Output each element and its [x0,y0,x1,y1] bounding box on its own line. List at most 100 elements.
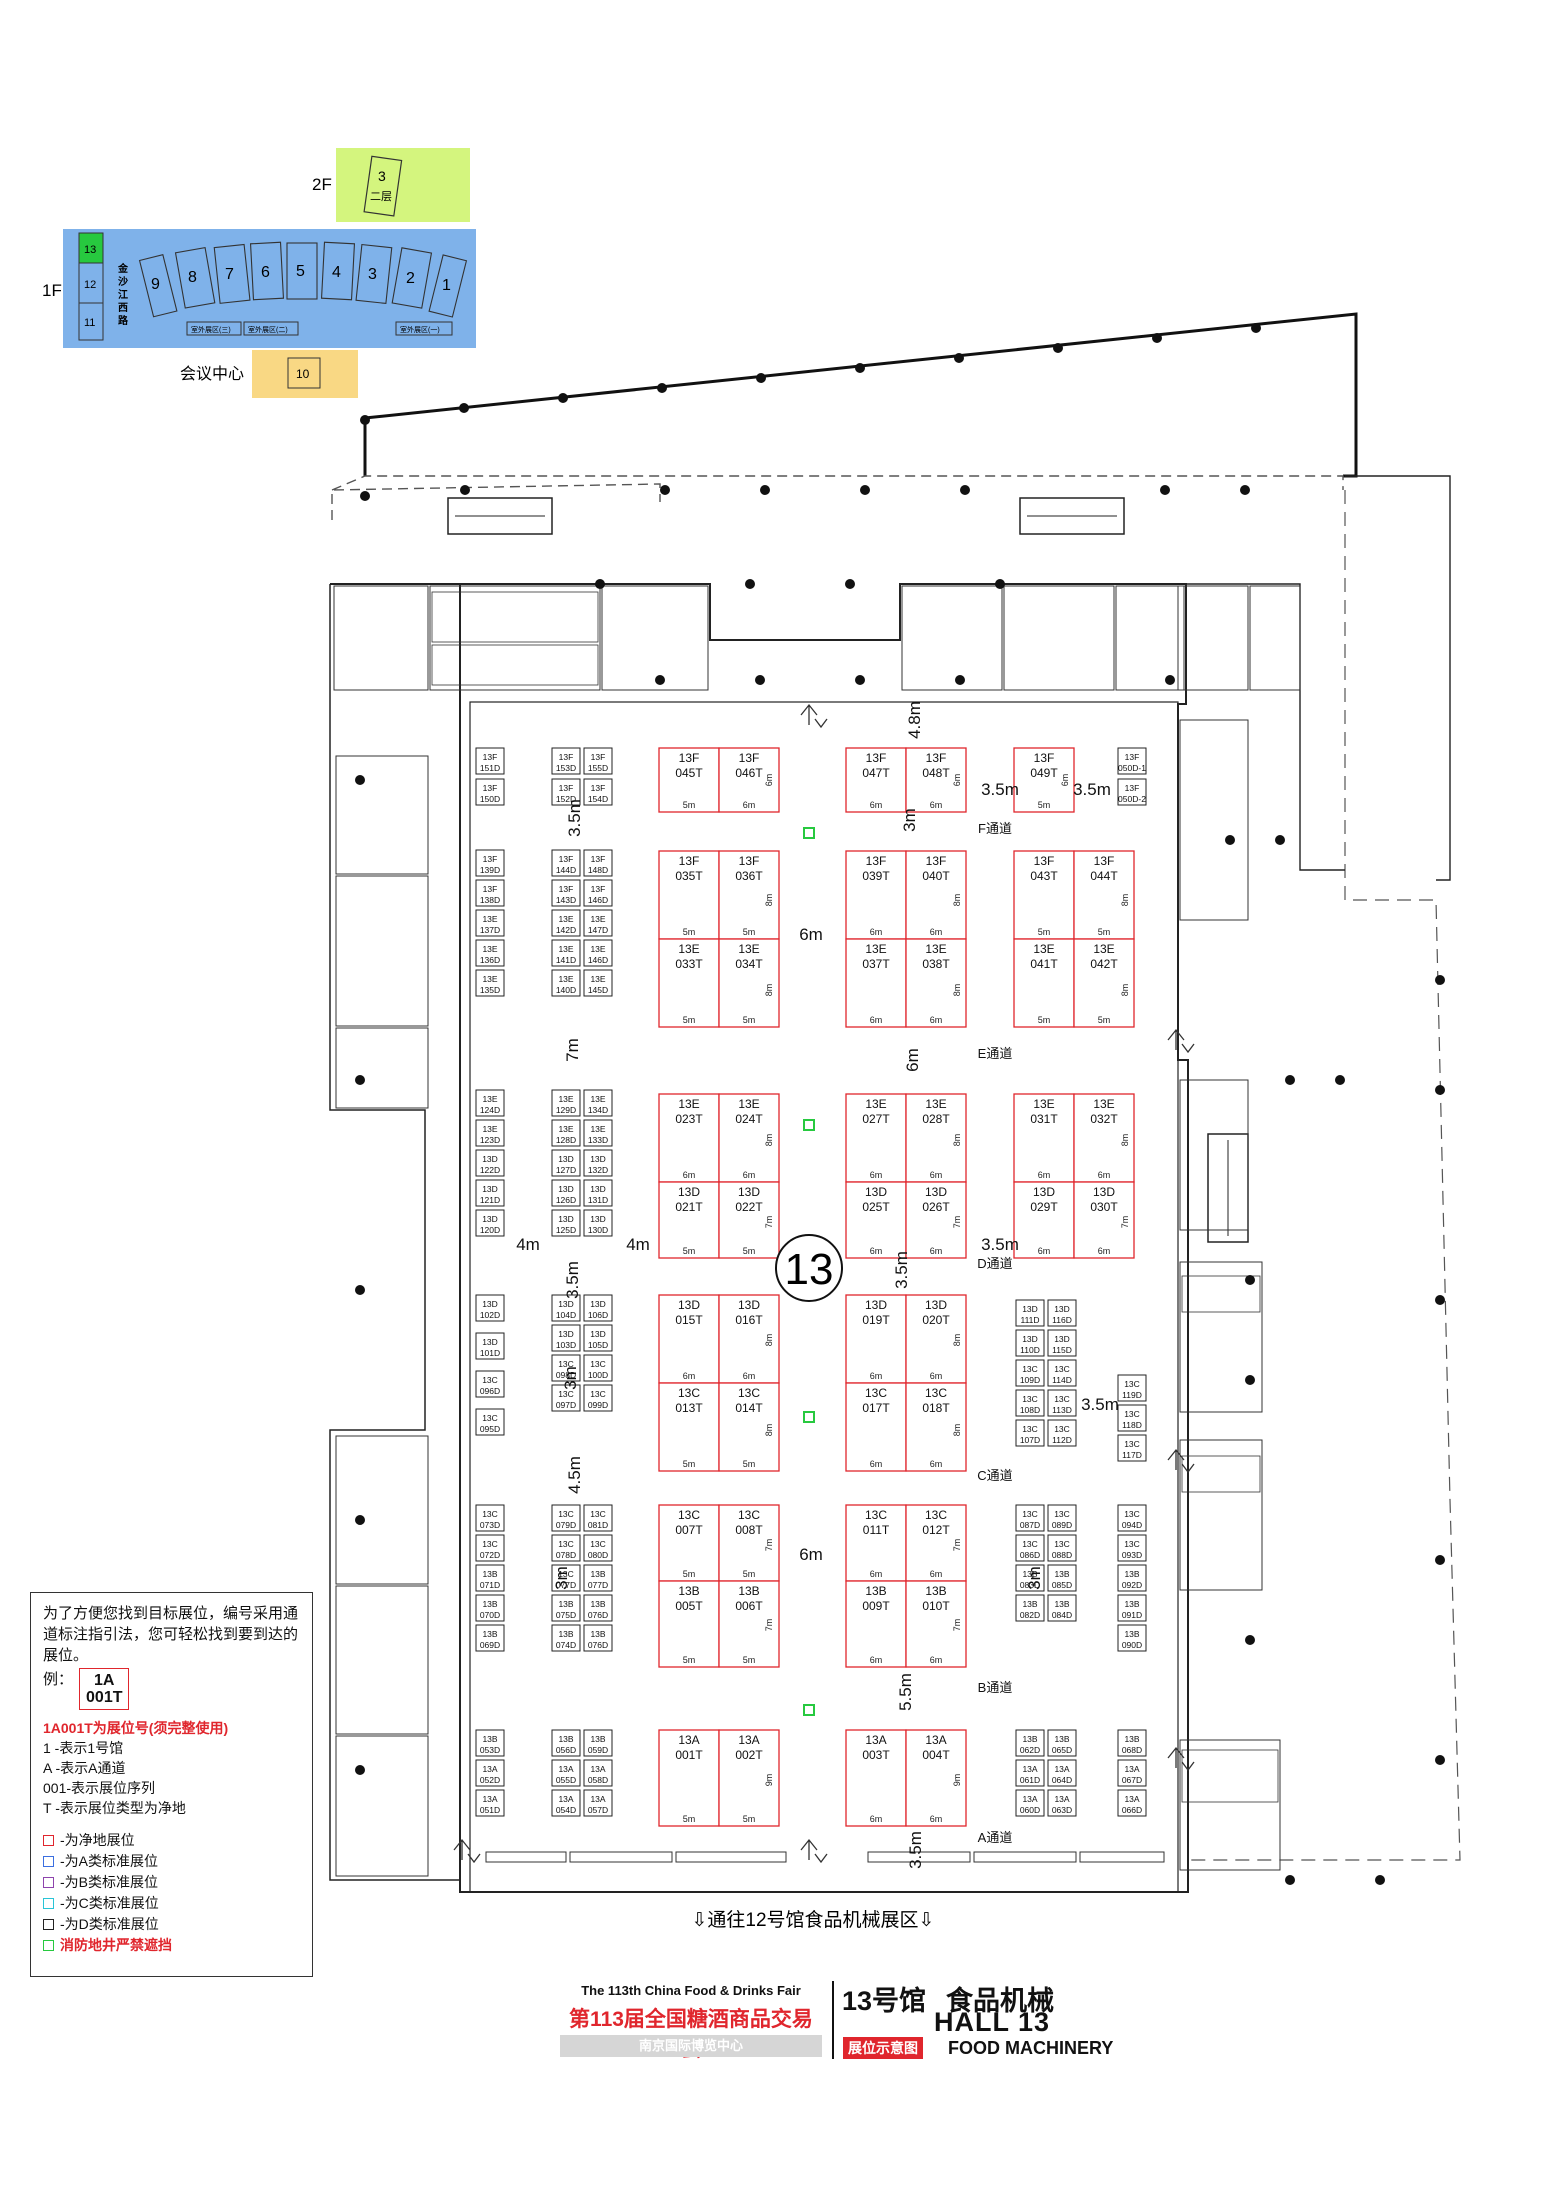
hall-3-2f[interactable] [363,155,403,217]
hall-8-box[interactable] [174,246,216,309]
hall-1-box[interactable] [428,254,468,318]
hall-7-box[interactable] [213,243,251,304]
hall-3-box[interactable] [355,243,393,305]
hall-2-box[interactable] [391,247,433,309]
hall-13-current[interactable] [78,232,104,264]
hall-11-box[interactable] [78,302,104,341]
hall-5-box[interactable] [286,242,318,300]
hall-9-box[interactable] [138,254,178,318]
